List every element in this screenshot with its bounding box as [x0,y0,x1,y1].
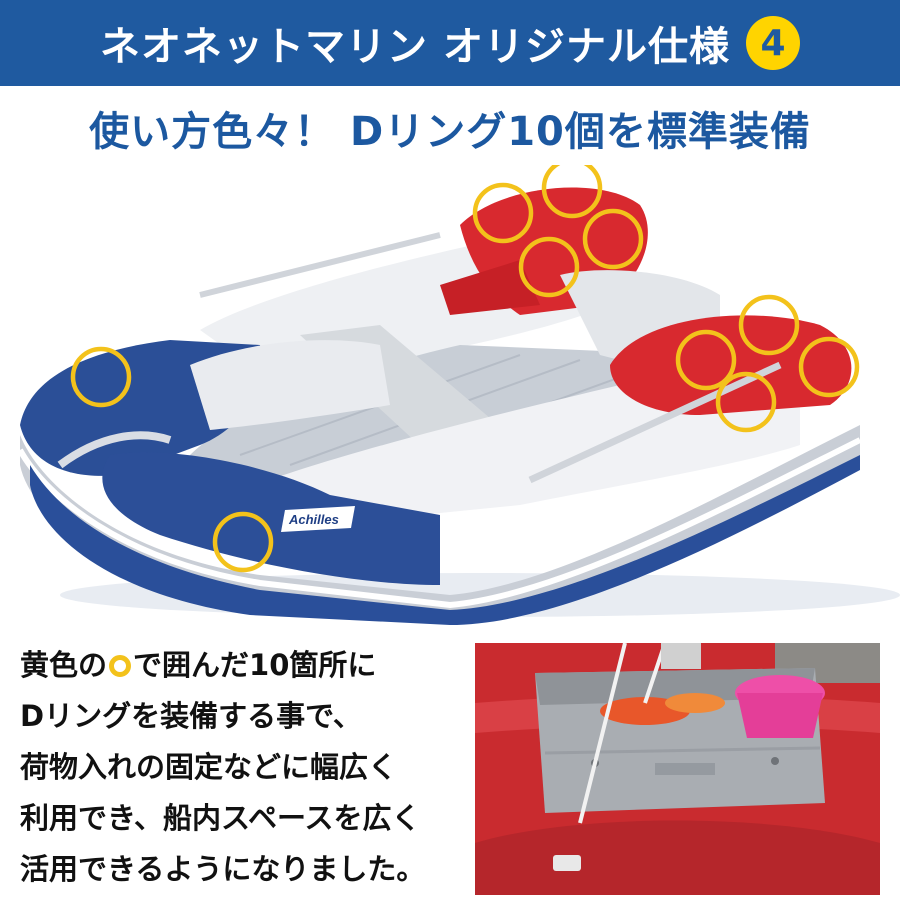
header-banner: ネオネットマリン オリジナル仕様 4 [0,0,900,86]
d-ring-highlight [738,294,800,356]
description-line-1: 黄色ので囲んだ10箇所に [20,640,470,691]
description-line-1-start: 黄色の [20,648,108,682]
d-ring-highlight [70,346,132,408]
brand-logo-text: Achilles [288,512,339,527]
number-badge: 4 [745,16,800,70]
crate-photo [475,643,880,895]
description-line-4: 利用でき、船内スペースを広く [20,801,421,835]
d-ring-highlight [798,336,860,398]
header-title: ネオネットマリン オリジナル仕様 [100,24,730,70]
description-line-1-end: で囲んだ10箇所に [133,648,377,682]
d-ring-highlight [675,329,737,391]
description: 黄色ので囲んだ10箇所に Dリングを装備する事で、 荷物入れの固定などに幅広く … [20,640,470,895]
d-ring-highlights [70,165,860,573]
d-ring-highlight [212,511,274,573]
d-ring-highlight [541,165,603,219]
d-ring-highlight [472,182,534,244]
d-ring-highlight [518,236,580,298]
description-line-2: Dリングを装備する事で、 [20,699,362,733]
yellow-circle-icon [109,655,132,677]
subtitle: 使い方色々！ Dリング10個を標準装備 [89,109,811,155]
d-ring-highlight [715,371,777,433]
description-line-5: 活用できるようになりました。 [20,852,426,886]
description-line-3: 荷物入れの固定などに幅広く [20,750,398,784]
boat-illustration: Achilles [17,165,900,625]
d-ring-highlight [582,208,644,270]
